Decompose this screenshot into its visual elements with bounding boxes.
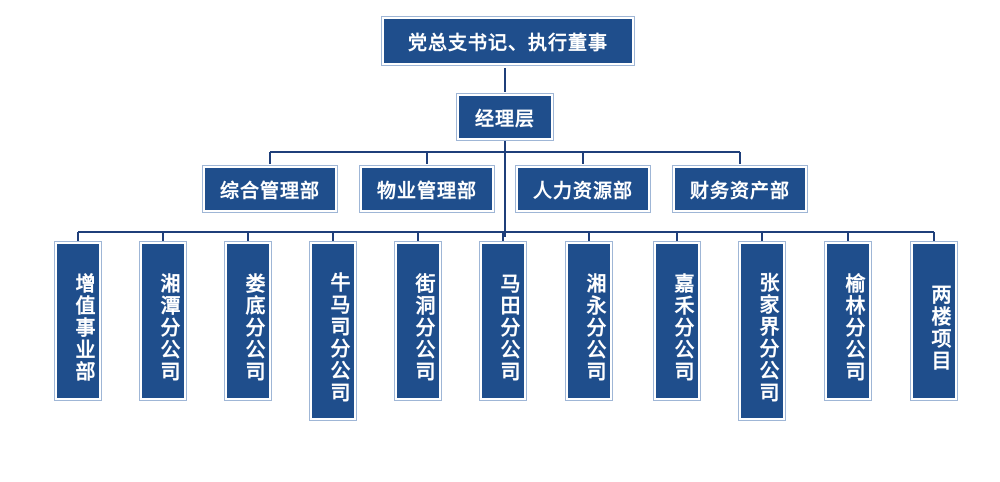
dept-general-admin: 综合管理部: [202, 165, 338, 213]
unit-lianglou-project: 两楼项目: [910, 241, 958, 401]
top-leadership-box: 党总支书记、执行董事: [381, 16, 635, 66]
unit-matian: 马田分公司: [479, 241, 527, 401]
unit-loudi: 娄底分公司: [224, 241, 272, 401]
dept-property-management: 物业管理部: [359, 165, 495, 213]
unit-jiahe: 嘉禾分公司: [653, 241, 701, 401]
dept-finance-assets: 财务资产部: [672, 165, 808, 213]
unit-jiedong: 街洞分公司: [394, 241, 442, 401]
management-box: 经理层: [456, 93, 554, 141]
unit-yulin: 榆林分公司: [824, 241, 872, 401]
unit-xiangyong: 湘永分公司: [565, 241, 613, 401]
unit-xiangtan: 湘潭分公司: [139, 241, 187, 401]
unit-value-added: 增值事业部: [54, 241, 102, 401]
unit-niumasi: 牛马司分公司: [309, 241, 357, 421]
unit-zhangjiajie: 张家界分公司: [738, 241, 786, 421]
dept-human-resources: 人力资源部: [515, 165, 651, 213]
